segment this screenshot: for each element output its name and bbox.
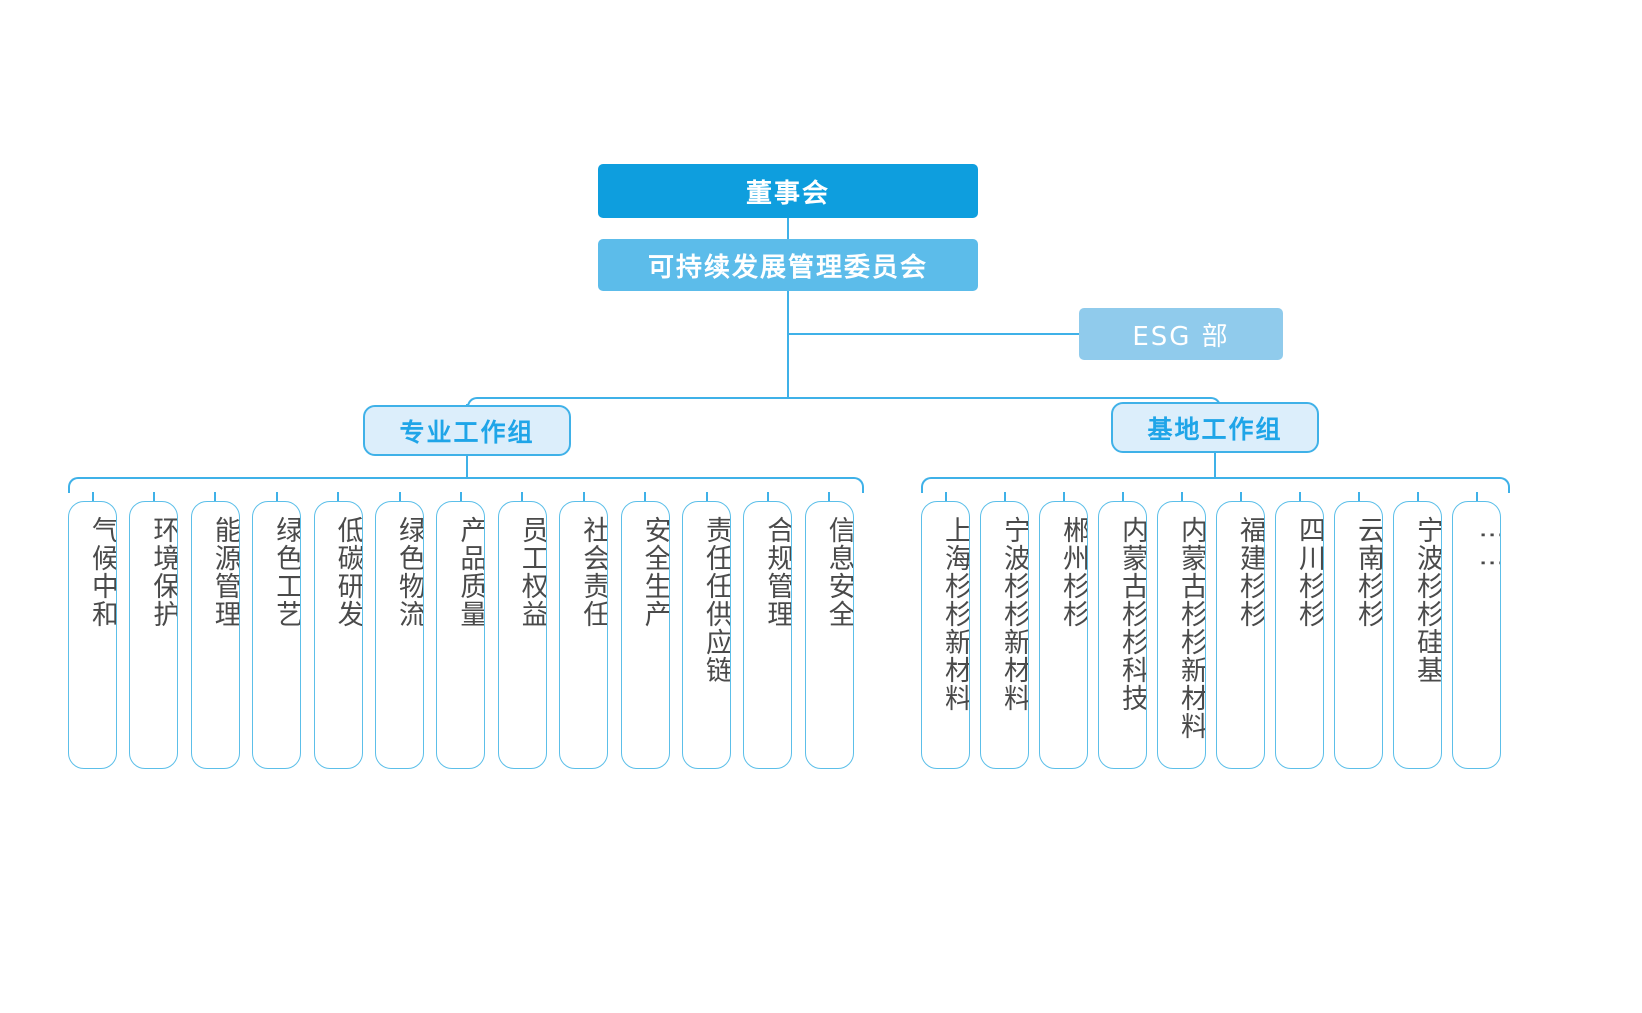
- connector-drop-base-leaf: [1003, 492, 1006, 501]
- node-esg-department-label: ESG 部: [1132, 321, 1230, 352]
- connector-drop-base-leaf: [1475, 492, 1478, 501]
- leaf-label: 宁波杉杉新材料: [999, 516, 1029, 712]
- base-group-leaf[interactable]: 宁波杉杉硅基: [1393, 501, 1442, 769]
- professional-group-leaf[interactable]: 员工权益: [497, 501, 547, 769]
- leaf-label: 云南杉杉: [1353, 516, 1383, 628]
- leaf-label: 责任任供应链: [701, 516, 731, 684]
- leaf-label: 内蒙古杉杉新材料: [1176, 516, 1206, 740]
- leaf-label: 上海杉杉新材料: [940, 516, 970, 712]
- connector-drop-base-leaf: [1062, 492, 1065, 501]
- leaf-label: 绿色工艺: [271, 516, 302, 628]
- connector-drop-base-leaf: [1180, 492, 1183, 501]
- base-group-leaf[interactable]: ⋮⋮: [1452, 501, 1501, 769]
- professional-group-leaf[interactable]: 绿色工艺: [252, 501, 302, 769]
- connector-drop-professional-leaf: [828, 492, 831, 501]
- connector-drop-base-leaf: [1121, 492, 1124, 501]
- leaf-label: 内蒙古杉杉科技: [1117, 516, 1147, 712]
- professional-group-leaf[interactable]: 绿色物流: [375, 501, 424, 769]
- professional-group-leaf[interactable]: 产品质量: [436, 501, 486, 769]
- professional-group-leaf[interactable]: 责任任供应链: [682, 501, 731, 769]
- professional-group-leaf[interactable]: 信息安全: [804, 501, 854, 769]
- connector-groups-distributor: [467, 397, 1221, 411]
- connector-professional-stem: [466, 456, 468, 478]
- node-esg-department[interactable]: ESG 部: [1079, 308, 1283, 360]
- connector-drop-professional-leaf: [644, 492, 647, 501]
- professional-group-leaf[interactable]: 低碳研发: [313, 501, 363, 769]
- base-group-leaf[interactable]: 云南杉杉: [1334, 501, 1383, 769]
- professional-group-leaf[interactable]: 环境保护: [129, 501, 179, 769]
- connector-drop-professional-leaf: [766, 492, 769, 501]
- professional-group-leaf[interactable]: 能源管理: [190, 501, 240, 769]
- leaf-label: 安全生产: [639, 516, 670, 628]
- connector-drop-professional-leaf: [214, 492, 217, 501]
- node-committee[interactable]: 可持续发展管理委员会: [598, 239, 978, 291]
- connector-drop-professional-leaf: [337, 492, 340, 501]
- leaf-label: 合规管理: [762, 516, 793, 628]
- professional-group-leaf[interactable]: 气候中和: [68, 501, 117, 769]
- professional-group-leaf[interactable]: 社会责任: [559, 501, 609, 769]
- base-group-leaf[interactable]: 内蒙古杉杉科技: [1098, 501, 1147, 769]
- base-group-leaf[interactable]: 郴州杉杉: [1039, 501, 1088, 769]
- base-group-leaf[interactable]: 内蒙古杉杉新材料: [1157, 501, 1206, 769]
- leaf-label: 能源管理: [209, 516, 240, 628]
- leaf-label: 产品质量: [455, 516, 486, 628]
- leaf-label: 福建杉杉: [1235, 516, 1265, 628]
- leaf-label: 社会责任: [578, 516, 609, 628]
- node-committee-label: 可持续发展管理委员会: [647, 252, 928, 283]
- connector-drop-base-leaf: [1416, 492, 1419, 501]
- connector-drop-professional-leaf: [459, 492, 462, 501]
- connector-board-to-committee: [787, 218, 789, 240]
- leaf-label: 郴州杉杉: [1058, 516, 1088, 628]
- base-group-leaf[interactable]: 四川杉杉: [1275, 501, 1324, 769]
- connector-drop-professional-leaf: [275, 492, 278, 501]
- connector-committee-to-esg: [787, 333, 1080, 335]
- connector-drop-professional-leaf: [582, 492, 585, 501]
- base-group-leaf[interactable]: 宁波杉杉新材料: [980, 501, 1029, 769]
- connector-professional-distributor: [68, 477, 864, 493]
- leaf-label: 绿色物流: [394, 516, 424, 628]
- connector-base-stem: [1214, 453, 1216, 478]
- connector-committee-stem: [787, 291, 789, 398]
- connector-base-distributor: [921, 477, 1510, 493]
- connector-drop-base-leaf: [1357, 492, 1360, 501]
- leaf-label: 宁波杉杉硅基: [1412, 516, 1442, 684]
- connector-drop-professional-leaf: [398, 492, 401, 501]
- ellipsis-icon: ⋮⋮: [1477, 522, 1501, 578]
- leaf-label: 低碳研发: [332, 516, 363, 628]
- connector-drop-professional-leaf: [91, 492, 94, 501]
- connector-drop-professional-leaf: [152, 492, 155, 501]
- connector-drop-professional-leaf: [521, 492, 524, 501]
- node-professional-group-label: 专业工作组: [399, 417, 535, 447]
- node-board[interactable]: 董事会: [598, 164, 978, 218]
- connector-drop-base-leaf: [1239, 492, 1242, 501]
- base-group-leaf[interactable]: 上海杉杉新材料: [921, 501, 970, 769]
- connector-drop-base-leaf: [1298, 492, 1301, 501]
- connector-drop-base-leaf: [944, 492, 947, 501]
- leaf-label: 气候中和: [87, 516, 117, 628]
- node-professional-group[interactable]: 专业工作组: [363, 405, 571, 456]
- connector-drop-professional-leaf: [705, 492, 708, 501]
- node-board-label: 董事会: [745, 178, 830, 209]
- base-group-leaf[interactable]: 福建杉杉: [1216, 501, 1265, 769]
- leaf-label: 四川杉杉: [1294, 516, 1324, 628]
- leaf-label: 信息安全: [823, 516, 854, 628]
- leaf-label: 员工权益: [516, 516, 547, 628]
- professional-group-leaf[interactable]: 安全生产: [620, 501, 670, 769]
- node-base-group-label: 基地工作组: [1147, 414, 1283, 444]
- professional-group-leaf[interactable]: 合规管理: [743, 501, 793, 769]
- node-base-group[interactable]: 基地工作组: [1111, 402, 1319, 453]
- leaf-label: 环境保护: [148, 516, 179, 628]
